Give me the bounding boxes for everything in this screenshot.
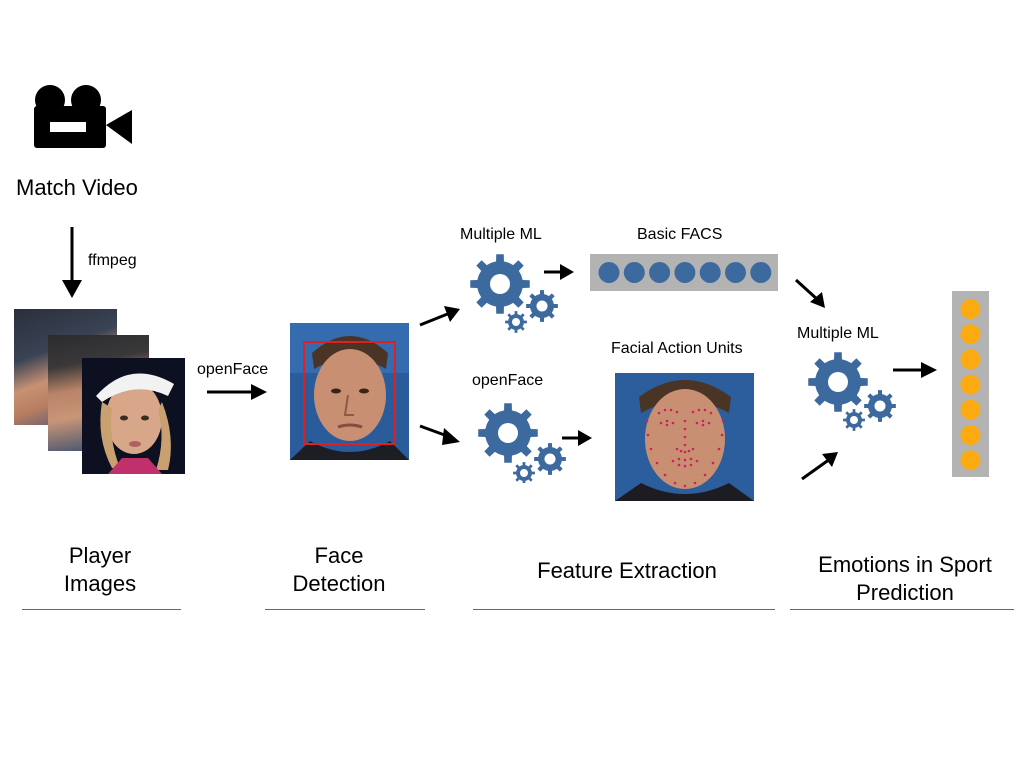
ffmpeg-label: ffmpeg <box>88 252 137 269</box>
facs-dot <box>598 262 620 283</box>
facs-dot <box>699 262 721 283</box>
stage-player-images: Player Images <box>40 542 160 598</box>
emotion-dot <box>960 374 981 395</box>
emotion-dot <box>960 299 981 319</box>
stage-face-detection-line2: Detection <box>292 571 386 596</box>
facs-dot <box>725 262 746 283</box>
stage-face-detection: Face Detection <box>279 542 399 598</box>
face-bounding-box <box>303 341 396 445</box>
emotion-dot <box>960 399 981 420</box>
gears-icon <box>808 352 896 431</box>
video-camera-icon <box>34 85 132 148</box>
arrow-to-action-units <box>562 430 592 446</box>
stage-player-images-line2: Images <box>63 571 137 596</box>
emotion-dot <box>960 324 981 345</box>
facs-dot <box>674 262 696 283</box>
stage-emotions-line1: Emotions in Sport <box>818 552 992 577</box>
emotion-dot <box>960 425 981 445</box>
openface-arrow <box>207 384 267 400</box>
facial-action-units-label: Facial Action Units <box>611 340 743 357</box>
basic-facs-label: Basic FACS <box>637 226 723 243</box>
gears-icon <box>470 254 558 333</box>
stage-underline-face <box>265 609 425 610</box>
stage-emotions-prediction: Emotions in Sport Prediction <box>800 551 1010 607</box>
stage-underline-emotions <box>790 609 1014 610</box>
emotion-output-vector <box>952 291 989 477</box>
multiple-ml-right-label: Multiple ML <box>797 325 879 342</box>
stage-player-images-line1: Player <box>68 543 132 568</box>
facial-action-units-image <box>615 373 754 501</box>
stage-feature-extraction: Feature Extraction <box>527 557 727 585</box>
emotion-dot <box>960 450 981 471</box>
openface-mid-label: openFace <box>472 372 544 389</box>
arrow-to-multiple-ml <box>419 306 460 327</box>
arrow-to-openface <box>419 424 460 445</box>
openface-arrow-label: openFace <box>197 361 269 378</box>
arrow-from-basic-facs <box>794 278 825 308</box>
arrow-to-basic-facs <box>544 264 574 280</box>
gears-icon <box>478 403 566 483</box>
stage-underline-player <box>22 609 181 610</box>
match-video-label: Match Video <box>16 175 138 200</box>
arrow-from-action-units <box>801 452 838 481</box>
player-image-3 <box>82 358 185 474</box>
stage-emotions-line2: Prediction <box>856 580 954 605</box>
basic-facs-vector <box>590 254 778 291</box>
stage-face-detection-line1: Face <box>314 543 364 568</box>
facs-dot <box>649 262 671 283</box>
arrow-to-emotions <box>893 362 937 378</box>
multiple-ml-top-label: Multiple ML <box>460 226 542 243</box>
stage-feature-extraction-line1: Feature Extraction <box>537 558 717 583</box>
facs-dot <box>750 262 772 283</box>
facs-dot <box>623 262 645 283</box>
ffmpeg-arrow <box>62 227 82 298</box>
emotion-dot <box>960 349 981 370</box>
stage-underline-feature <box>473 609 775 610</box>
face-detection-image <box>290 323 409 460</box>
